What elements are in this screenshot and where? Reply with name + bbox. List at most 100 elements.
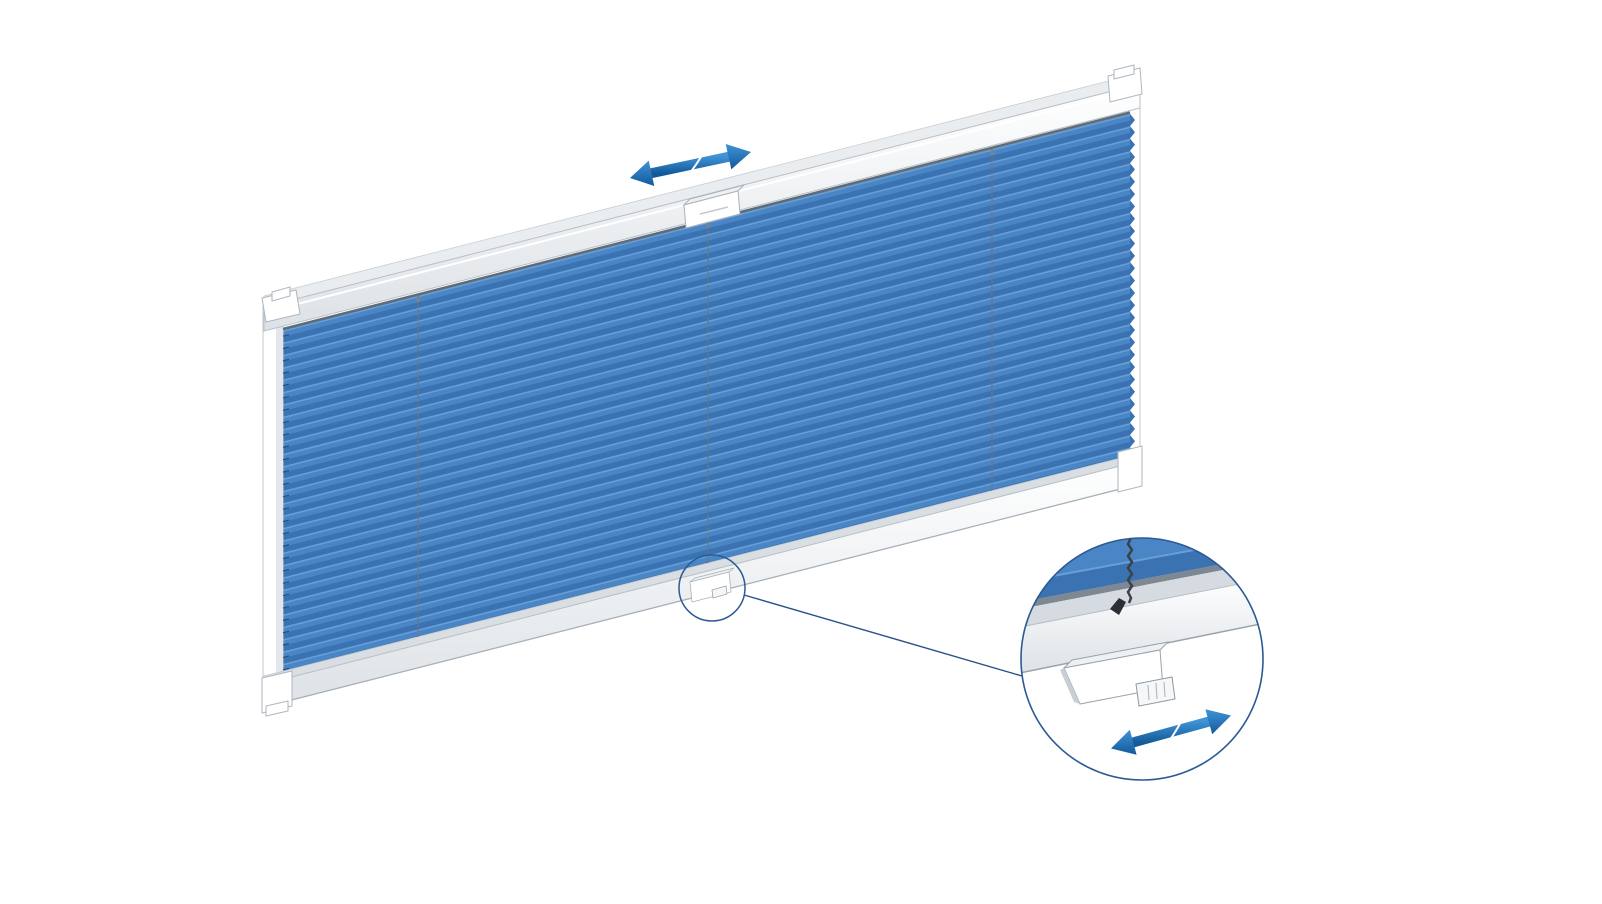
pleat-highlight	[282, 386, 1131, 604]
pleat-edge-ticks	[282, 334, 290, 671]
pleat-edge-tick	[282, 556, 290, 560]
pleat-edge-tick	[282, 630, 290, 634]
zoom-detail	[1020, 537, 1264, 781]
pleat-edge-tick	[282, 383, 290, 387]
pleat-edge-tip	[1130, 113, 1135, 127]
pleat-shade	[283, 404, 1130, 627]
pleat-highlight	[282, 373, 1131, 592]
pleat-edge-tick	[282, 408, 290, 411]
pleats-group	[282, 113, 1135, 676]
pleat-edge-tip	[1130, 212, 1135, 225]
top-double-arrow-icon	[630, 144, 751, 186]
pleat-edge-tip	[1130, 385, 1135, 398]
pleat-highlight	[282, 138, 1131, 357]
bottom-rail-handle	[689, 567, 735, 603]
pleat-edge-tip	[1130, 410, 1135, 423]
pleat-edge-tip	[1130, 224, 1135, 238]
pleat-edge-tip	[1130, 163, 1135, 176]
callout-line	[743, 594, 1023, 677]
detail-arrow-crease	[1169, 721, 1182, 741]
top-left-cap-tab	[271, 286, 291, 302]
cord-top-left	[416, 298, 420, 302]
pleat-highlight	[282, 435, 1131, 654]
pleat-edge-tick	[282, 346, 290, 350]
pleat-edge-tick	[282, 507, 290, 510]
pleat-edge-tip	[1130, 249, 1135, 263]
left-side-frame	[262, 295, 284, 711]
pleat-shade	[283, 244, 1130, 466]
pleat-highlight	[282, 225, 1131, 444]
pleat-shade	[283, 120, 1130, 343]
top-arrow-crease	[689, 156, 702, 174]
pleat-highlight	[282, 151, 1131, 369]
pleat-edge-tick	[282, 531, 290, 535]
pleat-highlight	[282, 299, 1131, 518]
pleat-edge-tick	[282, 494, 290, 498]
pleat-shade	[283, 231, 1130, 454]
pleat-edge-tick	[282, 618, 290, 621]
pleat-highlight	[282, 398, 1131, 617]
pleat-edge-tip	[1130, 150, 1135, 164]
zoom-knob-ridge-2	[1155, 682, 1158, 700]
pleat-shade	[283, 132, 1130, 355]
pleat-edge-tick	[282, 655, 290, 659]
left-frame-inner-strip	[276, 302, 283, 702]
pleat-edge-tick	[282, 519, 290, 523]
pleat-edge-tip	[1130, 435, 1135, 448]
pleat-edge-tick	[282, 581, 290, 584]
pleat-shade	[283, 380, 1130, 602]
top-arrow-shaft	[648, 151, 732, 179]
pleat-edge-tip	[1130, 200, 1135, 213]
pleat-edge-tip	[1130, 126, 1135, 139]
bottom-handle-knob	[711, 585, 728, 599]
pleat-edge-tick	[282, 482, 290, 486]
pleat-shade	[283, 194, 1130, 417]
end-caps	[261, 64, 1143, 717]
pleat-edge-tick	[282, 395, 290, 399]
pleat-highlight	[282, 336, 1131, 555]
pleat-highlight	[282, 176, 1131, 394]
pleat-highlight	[282, 324, 1131, 542]
pleat-edge-tick	[282, 667, 290, 671]
pleat-shade	[283, 268, 1130, 491]
pleat-edge-tick	[282, 432, 290, 436]
pleat-shade	[283, 355, 1130, 578]
pleat-highlight	[282, 287, 1131, 505]
zoom-knob-ridge-1	[1147, 684, 1150, 701]
pleat-edge-tip	[1130, 311, 1135, 324]
cord-top-center	[706, 224, 710, 228]
pleat-edge-tip	[1130, 274, 1135, 287]
pleat-edge-tip	[1130, 323, 1135, 337]
zoom-rail-groove	[1021, 555, 1263, 610]
pleat-edge-tick	[282, 605, 290, 609]
pleat-edge-tip	[1130, 187, 1135, 201]
pleat-shade	[283, 207, 1130, 429]
pleat-edge-tip	[1130, 138, 1135, 151]
pleat-shade	[283, 219, 1130, 442]
pleat-edge-tick	[282, 643, 290, 646]
top-arrow-head-left	[630, 160, 655, 186]
pleat-shade	[283, 256, 1130, 479]
detail-arrow-head-right	[1205, 709, 1231, 735]
pleat-shade	[283, 392, 1130, 615]
pleat-edge-tip	[1130, 286, 1135, 300]
pleat-highlight	[282, 213, 1131, 431]
pleat-edge-tick	[282, 544, 290, 547]
pleat-edge-tick	[282, 593, 290, 597]
pleat-highlight	[282, 349, 1131, 567]
pleat-highlight	[282, 447, 1131, 666]
pleat-highlight	[282, 163, 1131, 382]
pleat-edge-tip	[1130, 422, 1135, 436]
pleat-edge-tip	[1130, 348, 1135, 361]
pleat-shade	[283, 145, 1130, 368]
pleat-shade	[283, 330, 1130, 553]
pleat-highlight	[282, 274, 1131, 493]
fabric-base	[283, 113, 1130, 677]
detail-arrow-shaft	[1129, 716, 1213, 748]
zoom-cord	[1126, 538, 1134, 604]
pleat-edge-tick	[282, 371, 290, 374]
pleat-shade	[283, 182, 1130, 405]
zoom-circle-border	[1020, 537, 1264, 781]
pleat-shade	[283, 169, 1130, 392]
